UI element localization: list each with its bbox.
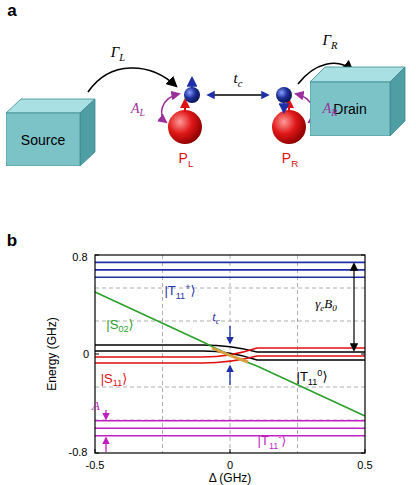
subscript: 11 [308,377,317,387]
electron-spin [184,87,200,103]
spin-arrow [184,100,186,112]
hyperfine-label: AL [131,102,145,118]
panel-letter: a [7,2,16,19]
zeeman-label: γeB0 [315,297,337,313]
tick-label: -0.8 [69,447,88,458]
hyperfine-label: A [92,399,100,412]
tick-label: -0.5 [86,460,105,471]
subscript: R [331,107,337,118]
superscript: + [185,282,190,292]
box-face [80,99,95,166]
electron-spin [276,87,292,103]
electrode-label: Drain [310,82,390,136]
spin-arrow [191,78,193,88]
state-label: |T11-⟩ [258,433,287,450]
box-face [310,82,390,136]
nucleus-label: PR [282,151,298,168]
tick-label: 0.5 [357,460,372,471]
subscript: L [140,107,145,118]
subscript: 02 [118,324,128,334]
tick-label: 0 [83,349,89,360]
subscript: 11 [269,441,278,451]
box-face [310,67,405,82]
tick-label: 0.8 [72,252,87,263]
superscript: 0 [317,368,322,378]
state-label: |S11⟩ [101,372,128,388]
axis-title: Energy (GHz) [46,317,58,390]
state-label: |T11+⟩ [164,283,195,300]
hyperfine-label: AR [323,102,338,118]
subscript: 11 [113,378,122,388]
coupling-label: tc [234,71,243,89]
spin-arrow [283,102,285,112]
state-label: |S02⟩ [106,318,133,334]
ticks [95,255,365,453]
electrode-label: Source [6,113,80,166]
box-face [6,99,95,113]
nuclear-spin [272,110,306,144]
subscript: 11 [176,291,185,301]
subscript: L [119,52,125,63]
rate-label: ΓR [323,33,338,51]
nuclear-spin [168,110,202,144]
tc-arrow [229,366,230,385]
panel-letter: b [7,232,17,249]
subscript: c [238,78,243,89]
nucleus-label: PL [179,151,194,168]
subscript: R [331,40,337,51]
box-face [6,113,80,166]
grid [95,255,365,453]
a-arrow [105,438,106,452]
coupling-arrow [208,94,268,95]
electrode-box: Source [6,98,96,166]
subscript: e [320,303,324,313]
subscript: R [291,158,298,169]
box-face [390,67,405,136]
plot-frame [95,255,365,453]
subscript: c [216,316,220,326]
subscript: L [188,158,193,169]
tick-label: 0 [227,460,233,471]
subscript: 0 [332,303,337,313]
superscript: - [278,432,281,442]
tc-arrow [229,326,230,343]
coupling-label: tc [212,310,220,326]
axis-title: Δ (GHz) [209,472,252,484]
state-label: |T110⟩ [297,369,328,386]
spin-arrow [288,100,290,112]
rate-label: ΓL [111,45,125,63]
energy-levels [95,262,365,435]
tunnel-arrow-left [88,68,176,92]
zeeman-arrow [353,264,354,350]
a-arrow [105,410,106,419]
